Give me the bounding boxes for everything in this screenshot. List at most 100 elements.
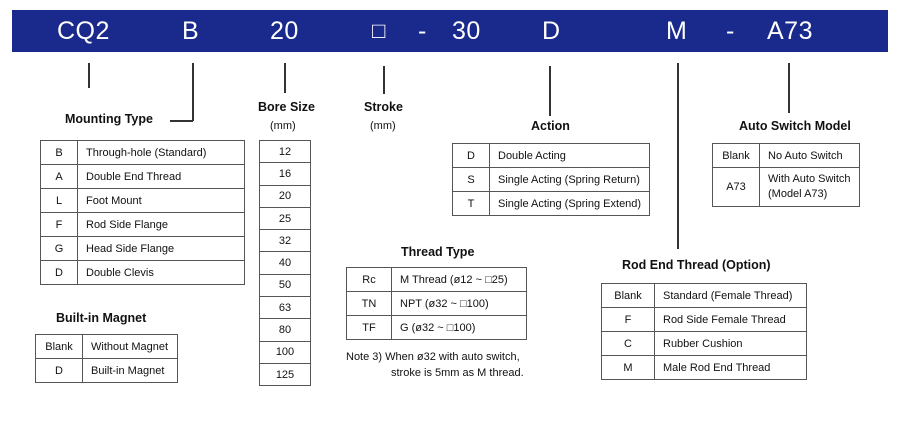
leader-action — [549, 66, 551, 116]
magnet-code: Blank — [35, 334, 83, 359]
magnet-title: Built-in Magnet — [56, 311, 147, 325]
switch-code: A73 — [712, 167, 760, 207]
action-desc: Single Acting (Spring Extend) — [488, 191, 651, 216]
table-row: 100 — [259, 340, 311, 364]
leader-rod-end — [677, 63, 679, 249]
rod-end-desc: Rod Side Female Thread — [654, 307, 807, 332]
switch-desc: No Auto Switch — [759, 143, 860, 168]
rod-end-desc: Male Rod End Thread — [654, 355, 807, 380]
action-title: Action — [531, 119, 570, 133]
table-row: 80 — [259, 318, 311, 342]
code-series: CQ2 — [57, 17, 110, 45]
table-row: 20 — [259, 184, 311, 208]
bore-value: 50 — [259, 273, 311, 298]
mounting-code: F — [40, 212, 78, 237]
thread-code: Rc — [346, 267, 392, 292]
model-code-banner — [12, 10, 888, 52]
bore-value: 63 — [259, 296, 311, 320]
mounting-code: D — [40, 260, 78, 285]
mounting-title: Mounting Type — [65, 112, 153, 126]
mounting-desc: Foot Mount — [77, 188, 245, 213]
bore-title: Bore Size — [258, 100, 315, 114]
rod-end-desc: Rubber Cushion — [654, 331, 807, 356]
mounting-code: B — [40, 140, 78, 165]
magnet-code: D — [35, 358, 83, 383]
code-action: D — [542, 17, 561, 45]
mounting-desc: Head Side Flange — [77, 236, 245, 261]
table-row: 12 — [259, 139, 311, 164]
thread-desc: M Thread (ø12 ~ □25) — [391, 267, 527, 292]
table-row: A73 With Auto Switch (Model A73) — [712, 167, 860, 207]
bore-value: 80 — [259, 318, 311, 342]
leader-mounting — [192, 63, 194, 121]
mounting-desc: Rod Side Flange — [77, 212, 245, 237]
bore-value: 100 — [259, 340, 311, 364]
thread-desc: G (ø32 ~ □100) — [391, 315, 527, 340]
action-desc: Double Acting — [488, 143, 651, 168]
rod-end-code: M — [601, 355, 655, 380]
mounting-desc: Double End Thread — [77, 164, 245, 189]
code-thread-box: □ — [372, 18, 386, 43]
mounting-code: A — [40, 164, 78, 189]
stroke-title: Stroke — [364, 100, 403, 114]
table-row: 16 — [259, 162, 311, 186]
code-rod-end: M — [666, 17, 688, 45]
mounting-desc: Through-hole (Standard) — [77, 140, 245, 165]
action-desc: Single Acting (Spring Return) — [488, 167, 651, 192]
bore-value: 32 — [259, 229, 311, 253]
code-bore: 20 — [270, 17, 299, 45]
bore-table: 12 16 20 25 32 40 50 63 80 100 125 — [259, 139, 311, 387]
code-stroke: 30 — [452, 17, 481, 45]
leader-mounting-foot — [170, 120, 193, 122]
code-switch: A73 — [767, 17, 813, 45]
magnet-desc: Built-in Magnet — [82, 358, 178, 383]
action-code: T — [452, 191, 490, 216]
mounting-code: L — [40, 188, 78, 213]
bore-unit: (mm) — [270, 120, 296, 132]
rod-end-desc: Standard (Female Thread) — [654, 283, 807, 308]
table-row: 125 — [259, 362, 311, 387]
bore-value: 25 — [259, 206, 311, 231]
leader-switch — [788, 63, 790, 113]
switch-desc-line1: With Auto Switch — [768, 173, 851, 185]
leader-series — [88, 63, 90, 88]
thread-desc: NPT (ø32 ~ □100) — [391, 291, 527, 316]
leader-stroke — [383, 66, 385, 94]
thread-title: Thread Type — [401, 245, 475, 259]
thread-note-line2: stroke is 5mm as M thread. — [391, 367, 524, 379]
bore-value: 12 — [259, 139, 311, 164]
code-mounting: B — [182, 17, 200, 45]
thread-code: TN — [346, 291, 392, 316]
table-row: 32 — [259, 229, 311, 253]
leader-bore — [284, 63, 286, 93]
table-row: 50 — [259, 273, 311, 298]
table-row: 63 — [259, 296, 311, 320]
action-code: D — [452, 143, 490, 168]
rod-end-code: Blank — [601, 283, 655, 308]
rod-end-code: F — [601, 307, 655, 332]
magnet-desc: Without Magnet — [82, 334, 178, 359]
action-code: S — [452, 167, 490, 192]
bore-value: 16 — [259, 162, 311, 186]
